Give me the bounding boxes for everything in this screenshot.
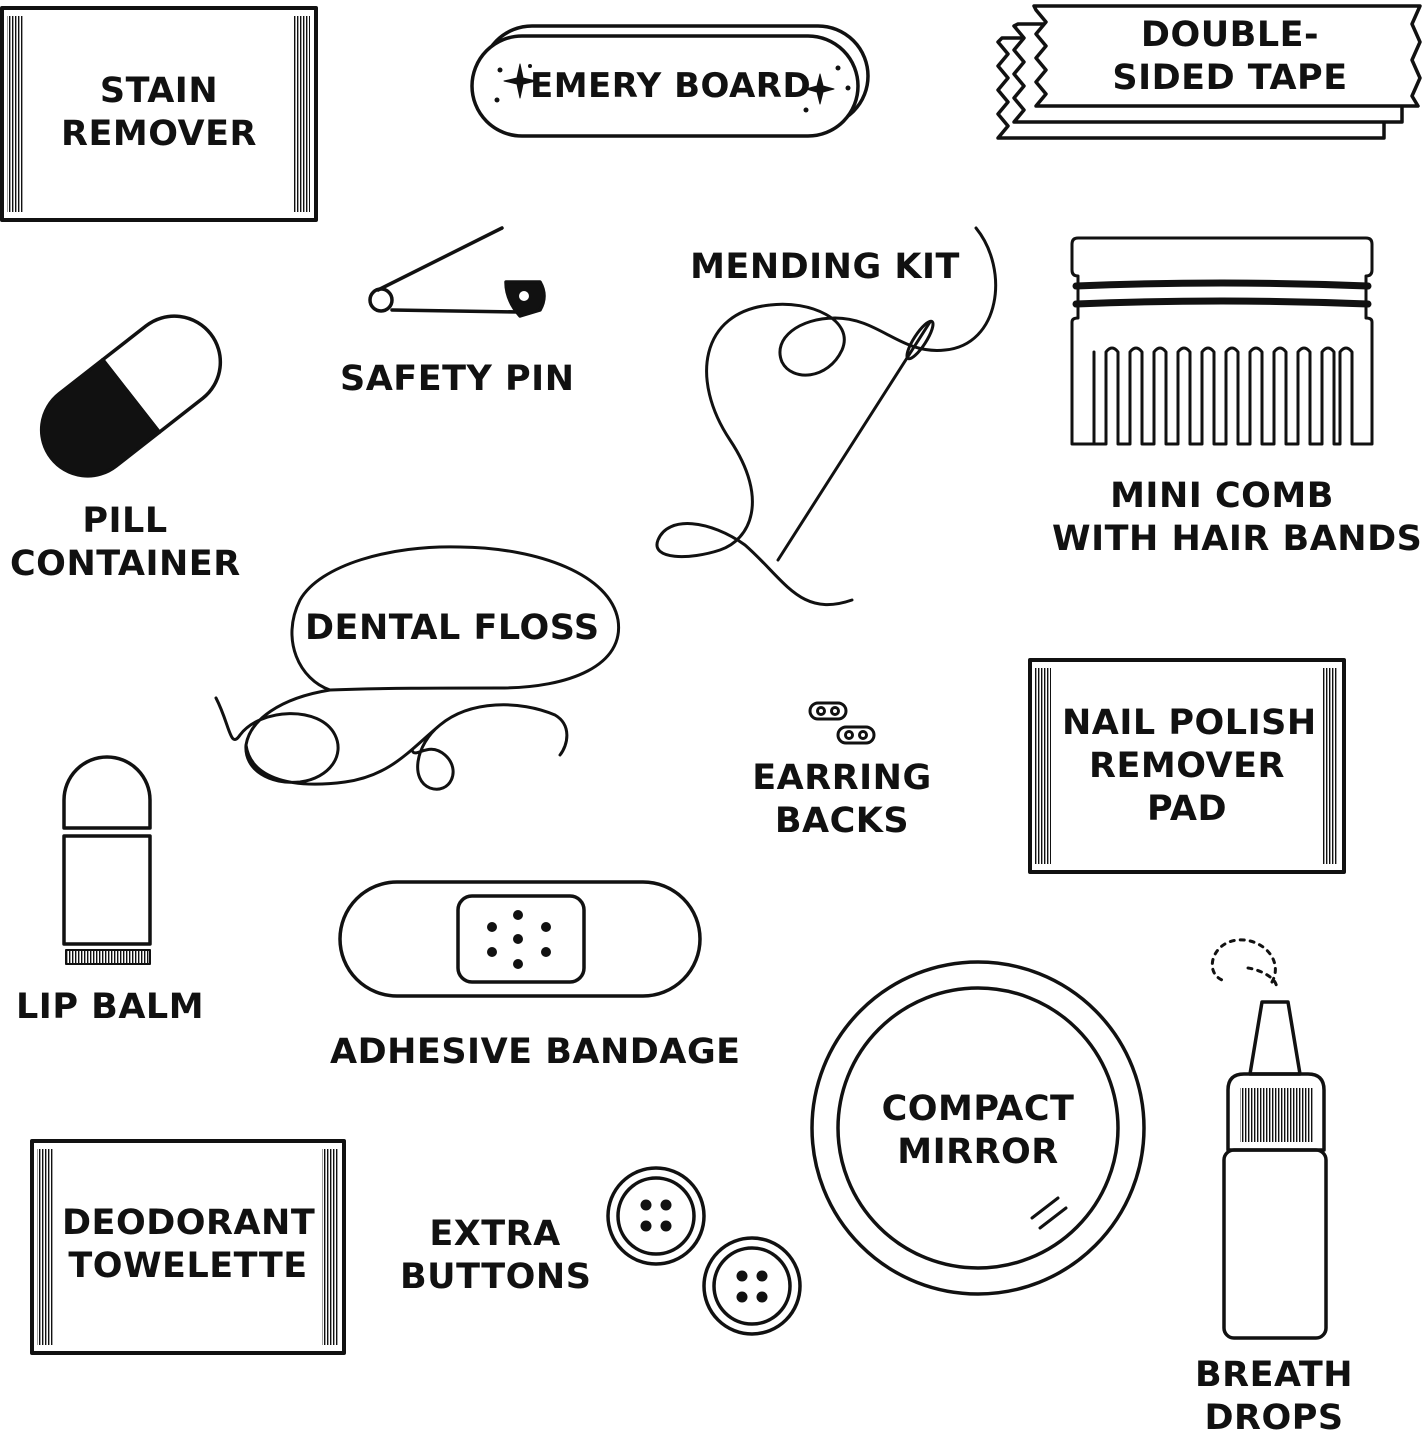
emery-board-icon: [470, 24, 870, 138]
label-line: SIDED TAPE: [1112, 58, 1348, 98]
deodorant-towelette-packet-icon: [30, 1139, 346, 1355]
buttons-icon: [606, 1166, 802, 1336]
label-line: WITH HAIR BANDS: [1052, 519, 1423, 559]
label-emery-board: EMERY BOARD: [530, 66, 812, 106]
label-dental-floss: DENTAL FLOSS: [305, 608, 600, 648]
mirror-icon: [810, 960, 1146, 1296]
pill-icon: [39, 314, 223, 478]
lip-balm-icon: [62, 755, 152, 965]
stain-remover-packet-icon: [0, 6, 318, 222]
label-earring-backs: EARRING BACKS: [752, 757, 932, 843]
label-line: BUTTONS: [400, 1257, 592, 1297]
label-line: REMOVER: [61, 114, 257, 154]
safety-pin-icon: [368, 226, 546, 318]
label-line: MINI COMB: [1110, 476, 1334, 516]
label-line: EXTRA: [429, 1214, 561, 1254]
label-line: NAIL POLISH: [1062, 703, 1317, 743]
label-line: BREATH: [1194, 1355, 1354, 1395]
label-extra-buttons: EXTRA BUTTONS: [400, 1213, 592, 1299]
label-line: TOWELETTE: [68, 1246, 308, 1286]
label-breath-drops: BREATH DROPS: [1190, 1354, 1358, 1440]
label-safety-pin: SAFETY PIN: [340, 359, 575, 399]
dropper-bottle-icon: [1210, 938, 1328, 1340]
label-compact-mirror: COMPACT MIRROR: [878, 1088, 1078, 1174]
label-line: COMPACT: [881, 1089, 1075, 1129]
label-line: DEODORANT: [62, 1203, 316, 1243]
label-mending-kit: MENDING KIT: [690, 247, 960, 287]
label-line: DROPS: [1204, 1398, 1344, 1438]
label-line: EARRING: [752, 758, 932, 798]
label-line: PILL: [82, 501, 168, 541]
label-line: MIRROR: [897, 1132, 1059, 1172]
label-line: CONTAINER: [10, 544, 241, 584]
earring-backs-icon: [808, 701, 876, 745]
label-deodorant-towelette: DEODORANT TOWELETTE: [62, 1202, 316, 1288]
label-mini-comb: MINI COMB WITH HAIR BANDS: [1052, 475, 1423, 561]
label-line: REMOVER: [1089, 746, 1285, 786]
floss-icon: [214, 545, 621, 791]
needle-thread-icon: [655, 226, 998, 607]
label-stain-remover: STAIN REMOVER: [54, 70, 264, 156]
label-line: BACKS: [774, 801, 910, 841]
bandage-icon: [338, 880, 702, 998]
label-lip-balm: LIP BALM: [16, 987, 205, 1027]
tape-icon: [996, 4, 1422, 140]
label-line: PAD: [1146, 789, 1228, 829]
comb-icon: [1070, 236, 1374, 446]
label-line: STAIN: [99, 71, 219, 111]
label-double-sided-tape: DOUBLE- SIDED TAPE: [1090, 14, 1370, 100]
label-pill-container: PILL CONTAINER: [10, 500, 240, 586]
label-nail-polish-remover-pad: NAIL POLISH REMOVER PAD: [1062, 702, 1317, 831]
nail-polish-pad-packet-icon: [1028, 658, 1346, 874]
label-adhesive-bandage: ADHESIVE BANDAGE: [330, 1032, 741, 1072]
label-line: DOUBLE-: [1140, 15, 1320, 55]
